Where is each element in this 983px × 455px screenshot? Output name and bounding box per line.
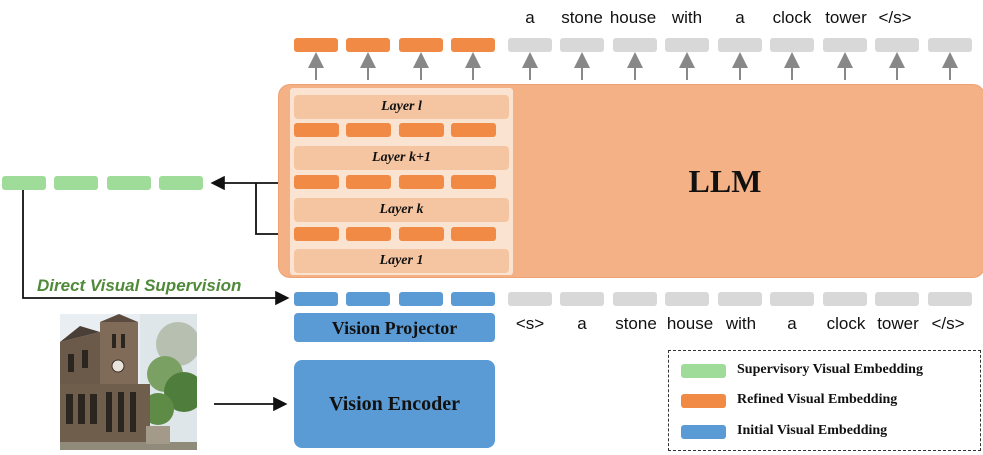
- text-token-chip: [718, 292, 762, 306]
- supervision-path: [22, 190, 290, 306]
- refined-embedding-chip: [399, 123, 444, 137]
- initial-embedding-chip: [399, 292, 443, 306]
- initial-embedding-chip: [346, 292, 390, 306]
- refined-embedding-chip: [399, 38, 443, 52]
- supervisory-embedding-chip: [54, 176, 98, 190]
- legend-swatch-initial: [681, 425, 726, 439]
- text-token-chip: [665, 38, 709, 52]
- llm-title: LLM: [688, 163, 762, 199]
- legend: Supervisory Visual Embedding Refined Vis…: [668, 350, 981, 451]
- output-token: a: [735, 8, 745, 27]
- refined-embedding-chip: [451, 123, 496, 137]
- refined-embedding-chip: [346, 38, 390, 52]
- legend-swatch-supervisory: [681, 364, 726, 378]
- text-token-chip: [770, 38, 814, 52]
- initial-embedding-chip: [294, 292, 338, 306]
- initial-embedding-chip: [451, 292, 495, 306]
- output-token: tower: [825, 8, 867, 27]
- output-token: stone: [561, 8, 603, 27]
- input-token: house: [666, 314, 714, 333]
- legend-label-supervisory: Supervisory Visual Embedding: [737, 362, 923, 377]
- direct-visual-supervision-label: Direct Visual Supervision: [37, 276, 242, 295]
- layer-l-label: Layer l: [294, 95, 509, 119]
- text-token-chip: [875, 292, 919, 306]
- refined-embedding-chip: [451, 38, 495, 52]
- input-token: clock: [826, 314, 866, 333]
- text-token-chip: [613, 292, 657, 306]
- refined-embedding-chip: [294, 38, 338, 52]
- text-token-chip: [770, 292, 814, 306]
- text-token-chip: [875, 38, 919, 52]
- legend-swatch-refined: [681, 394, 726, 408]
- layer-k-label: Layer k: [294, 198, 509, 222]
- text-token-chip: [613, 38, 657, 52]
- input-image-clock-tower: [60, 314, 197, 450]
- input-token: tower: [877, 314, 919, 333]
- input-token: a: [787, 314, 797, 333]
- refined-embedding-chip: [294, 227, 339, 241]
- output-token: a: [525, 8, 535, 27]
- supervisory-embedding-chip: [107, 176, 151, 190]
- text-token-chip: [665, 292, 709, 306]
- layer-1-label: Layer 1: [294, 249, 509, 273]
- refined-embedding-chip: [294, 123, 339, 137]
- output-token: house: [609, 8, 657, 27]
- refined-embedding-chip: [399, 175, 444, 189]
- input-token: a: [577, 314, 587, 333]
- legend-label-refined: Refined Visual Embedding: [737, 392, 898, 407]
- supervisory-embedding-chip: [2, 176, 46, 190]
- text-token-chip: [560, 292, 604, 306]
- text-token-chip: [928, 38, 972, 52]
- output-up-arrows: [308, 52, 958, 80]
- input-token: with: [725, 314, 757, 333]
- text-token-chip: [823, 38, 867, 52]
- refined-embedding-chip: [451, 175, 496, 189]
- legend-label-initial: Initial Visual Embedding: [737, 423, 888, 438]
- vision-projector-block: Vision Projector: [294, 313, 495, 342]
- text-token-chip: [928, 292, 972, 306]
- input-token: </s>: [931, 314, 965, 333]
- refined-embedding-chip: [451, 227, 496, 241]
- output-token: with: [671, 8, 703, 27]
- text-token-chip: [508, 292, 552, 306]
- output-token: clock: [772, 8, 812, 27]
- output-token: </s>: [878, 8, 912, 27]
- vision-encoder-block: Vision Encoder: [294, 360, 495, 448]
- layer-k-plus-1-label: Layer k+1: [294, 146, 509, 170]
- refined-embedding-chip: [399, 227, 444, 241]
- refined-embedding-chip: [346, 123, 391, 137]
- refined-embedding-chip: [346, 227, 391, 241]
- input-token: <s>: [515, 314, 545, 333]
- refined-embedding-chip: [294, 175, 339, 189]
- input-token: stone: [615, 314, 657, 333]
- supervisory-embedding-chip: [159, 176, 203, 190]
- text-token-chip: [718, 38, 762, 52]
- text-token-chip: [508, 38, 552, 52]
- refined-embedding-chip: [346, 175, 391, 189]
- text-token-chip: [560, 38, 604, 52]
- text-token-chip: [823, 292, 867, 306]
